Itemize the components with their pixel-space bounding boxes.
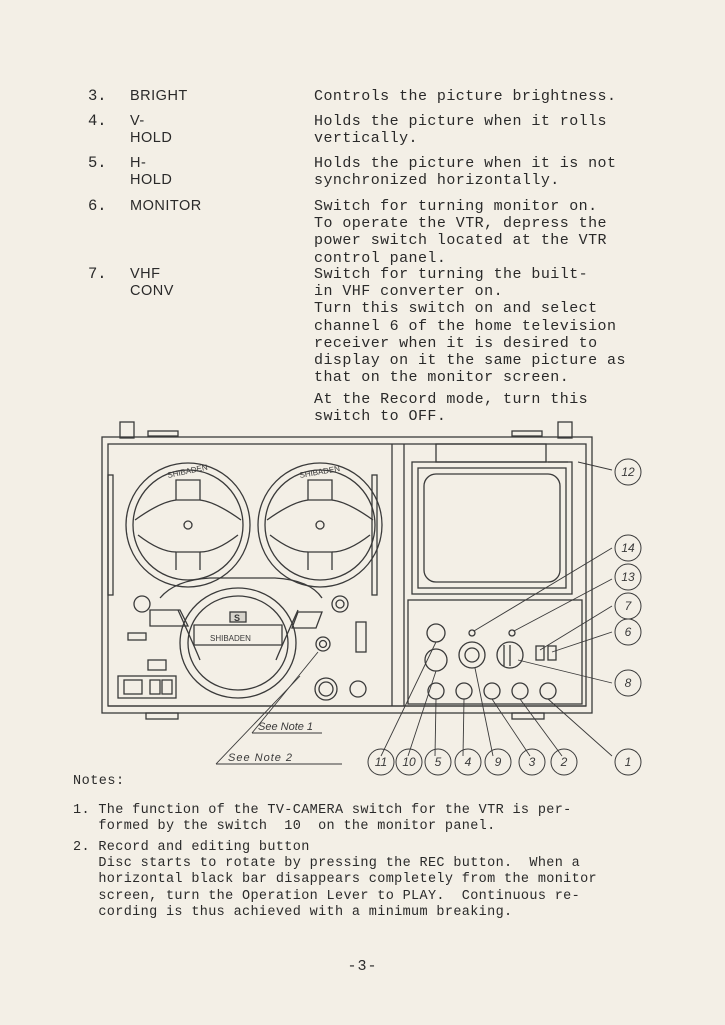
vtr-front-panel-diagram: SHIBADEN SHIBADEN SHIBADEN S — [101, 421, 642, 776]
knob-vhf — [496, 641, 524, 669]
callout-2: 2 — [560, 755, 568, 769]
foot-right — [511, 712, 545, 720]
item-description: Holds the picture when it is not synchro… — [314, 155, 617, 190]
callout-12: 12 — [621, 465, 635, 479]
item-description: Switch for turning monitor on. To operat… — [314, 198, 607, 267]
note-2: 2. Record and editing button Disc starts… — [73, 840, 597, 920]
deck-knob-left — [133, 595, 151, 613]
item-term: H-HOLD — [130, 155, 173, 188]
knob-11 — [426, 623, 446, 643]
callout-8: 8 — [625, 676, 632, 690]
handle-right-post — [557, 421, 573, 439]
callout-1: 1 — [625, 755, 632, 769]
knob-9-outer — [458, 641, 486, 669]
handle-left-post — [119, 421, 135, 439]
callout-3: 3 — [529, 755, 536, 769]
shibaden-logo: S — [234, 613, 240, 623]
monitor-screen — [411, 443, 573, 595]
switch-6 — [547, 645, 557, 661]
callout-markers — [367, 458, 642, 776]
rec-button — [314, 677, 338, 701]
callout-11: 11 — [375, 755, 387, 769]
knob-4 — [455, 682, 473, 700]
knob-13-indicator — [508, 629, 516, 637]
reel-brand-right: SHIBADEN — [299, 464, 341, 480]
head-brand-label: SHIBADEN — [210, 634, 251, 643]
record-mode-note: At the Record mode, turn this switch to … — [314, 391, 589, 426]
knob-1 — [539, 682, 557, 700]
see-note-1-label: See Note 1 — [258, 721, 313, 733]
item-number: 6. — [88, 197, 107, 215]
leader-lines — [215, 461, 613, 765]
callout-10: 10 — [402, 755, 416, 769]
knob-10 — [424, 648, 448, 672]
callout-5: 5 — [435, 755, 442, 769]
note-1: 1. The function of the TV-CAMERA switch … — [73, 803, 572, 835]
left-grip — [107, 474, 114, 596]
callout-14: 14 — [621, 541, 635, 555]
head-drum — [149, 577, 323, 699]
page-number: -3- — [347, 958, 378, 975]
callout-7: 7 — [625, 599, 633, 613]
knob-2 — [511, 682, 529, 700]
left-reel — [125, 462, 251, 588]
item-term: VHF CONV — [130, 266, 174, 299]
rec-button-ring — [315, 636, 331, 652]
counter-box — [117, 675, 177, 699]
knob-3 — [483, 682, 501, 700]
callout-6: 6 — [625, 625, 632, 639]
item-term: V-HOLD — [130, 113, 173, 146]
latch-left — [147, 430, 179, 437]
switch-7 — [535, 645, 545, 661]
latch-right — [511, 430, 543, 437]
callout-9: 9 — [495, 755, 502, 769]
cabinet-outline — [101, 436, 593, 714]
item-number: 3. — [88, 87, 107, 105]
deck-knob-right — [331, 595, 349, 613]
item-number: 5. — [88, 154, 107, 172]
deck-jack — [349, 680, 367, 698]
deck-switch — [127, 632, 147, 641]
deck-indicator — [147, 659, 167, 671]
item-description: Holds the picture when it rolls vertical… — [314, 113, 607, 148]
right-reel — [257, 462, 383, 588]
knob-14-indicator — [468, 629, 476, 637]
see-note-2-label: See Note 2 — [228, 752, 293, 764]
knob-5 — [427, 682, 445, 700]
item-number: 7. — [88, 265, 107, 283]
item-description: Switch for turning the built- in VHF con… — [314, 266, 626, 387]
item-description: Controls the picture brightness. — [314, 88, 617, 105]
item-term: MONITOR — [130, 198, 202, 214]
center-grip — [371, 474, 378, 596]
foot-left — [145, 712, 179, 720]
item-term: BRIGHT — [130, 88, 188, 104]
deck-slider — [355, 621, 367, 653]
item-number: 4. — [88, 112, 107, 130]
notes-heading: Notes: — [73, 774, 125, 789]
callout-13: 13 — [621, 570, 635, 584]
callout-4: 4 — [465, 755, 472, 769]
